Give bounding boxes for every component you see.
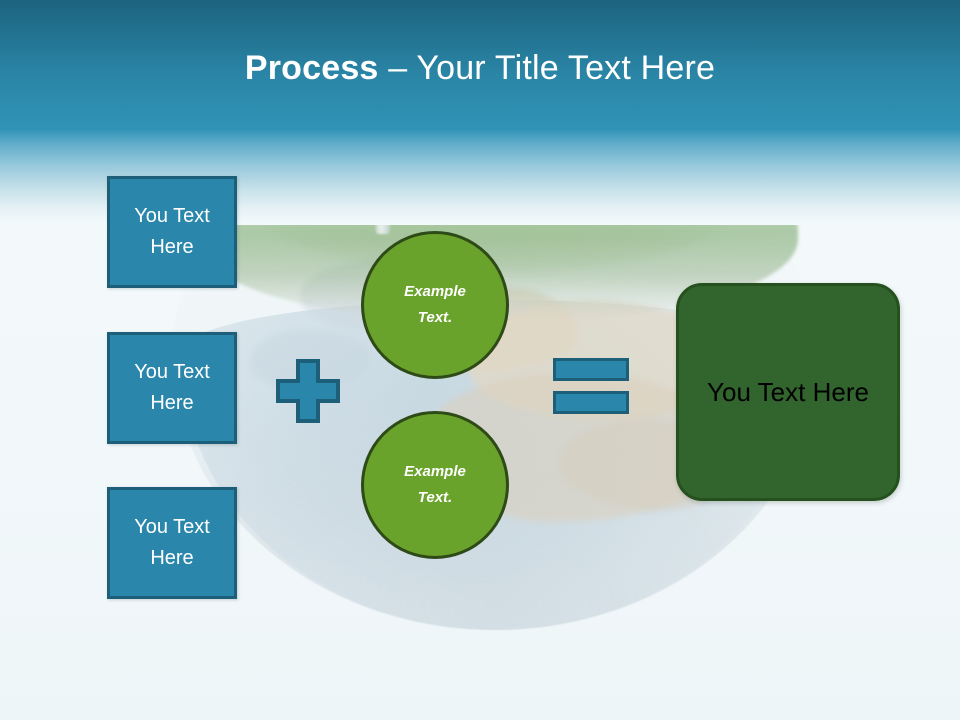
- equals-bar-bottom: [553, 391, 629, 414]
- result-box[interactable]: You Text Here: [676, 283, 900, 501]
- process-circle-2[interactable]: Example Text.: [361, 411, 509, 559]
- page-title-rest: – Your Title Text Here: [378, 49, 716, 87]
- process-circle-1-line2: Text.: [417, 309, 453, 326]
- process-circle-1-label: Example Text.: [404, 279, 466, 331]
- page-title: Process – Your Title Text Here: [0, 48, 960, 88]
- process-circle-2-label: Example Text.: [404, 459, 466, 511]
- result-box-label: You Text Here: [707, 376, 869, 407]
- input-box-3-label: You Text Here: [134, 516, 210, 569]
- input-box-3[interactable]: You Text Here: [107, 487, 237, 599]
- process-circle-1[interactable]: Example Text.: [361, 231, 509, 379]
- input-box-1[interactable]: You Text Here: [107, 176, 237, 288]
- equals-bar-top: [553, 358, 629, 381]
- equals-icon: [553, 358, 629, 420]
- process-circle-2-line1: Example: [404, 463, 466, 480]
- input-box-2[interactable]: You Text Here: [107, 332, 237, 444]
- process-circle-2-line2: Text.: [417, 489, 453, 506]
- input-box-1-label: You Text Here: [134, 205, 210, 258]
- plus-icon: [275, 358, 341, 424]
- input-box-2-label: You Text Here: [134, 361, 210, 414]
- header-band: [0, 0, 960, 129]
- page-title-strong: Process: [244, 49, 379, 87]
- process-circle-1-line1: Example: [404, 283, 466, 300]
